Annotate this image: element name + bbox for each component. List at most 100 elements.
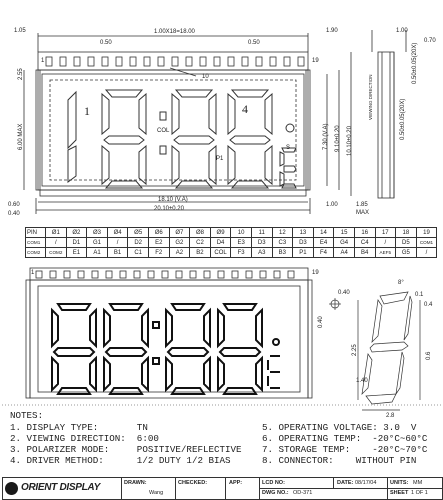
date-value: 08/17/04: [355, 480, 377, 486]
top-pin-tabs: [45, 56, 305, 67]
dim-h-b: 10.10±0.20: [347, 126, 353, 156]
pin-table-cell: D5: [395, 237, 417, 248]
lcd-no-label: LCD NO:: [262, 480, 285, 486]
dim-offset-a: 2.55: [18, 68, 24, 80]
note-item: 4. DRIVER METHOD: 1/2 DUTY 1/2 BIAS: [10, 455, 231, 466]
dim-right-thk-b: 1.00: [396, 28, 408, 34]
dim-height-max: 6.00 MAX: [18, 123, 24, 150]
notes-right: 5. OPERATING VOLTAGE: 3.0 V 6. OPERATING…: [262, 422, 427, 466]
pin-table-cell: D3: [250, 237, 273, 248]
pin-table-cell: G1: [86, 237, 108, 248]
pin-table-cell: C3: [271, 237, 294, 248]
pin-table-cell: F4: [312, 247, 335, 258]
pin-table-cell: A4: [333, 247, 355, 258]
logo-mark-icon: [5, 482, 18, 495]
pin-table-cell: E1: [65, 247, 88, 258]
pin-table-cell: Ø5: [127, 227, 149, 238]
pin-19-label-bottom: 19: [312, 270, 319, 276]
note-item: 3. POLARIZER MODE: POSITIVE/REFLECTIVE: [10, 444, 242, 455]
pin-table-cell: 14: [312, 227, 335, 238]
seg-dia: 0.40: [338, 290, 350, 296]
sheet-value: 1 OF 1: [411, 490, 428, 496]
pin-table-cell: E3: [230, 237, 252, 248]
dwg-no-value: OD-371: [293, 490, 313, 496]
pin-table-cell: B2: [189, 247, 211, 258]
drawn-value: Wang: [149, 490, 164, 496]
seg-d140: 1.40: [356, 378, 368, 384]
pin-table-cell: B3: [271, 247, 294, 258]
marker-10: 10: [202, 74, 209, 80]
pin-table-cell: COM1: [415, 237, 438, 248]
viewing-direction-label: VIEWING DIRECTION: [368, 74, 373, 120]
pin-table-cell: 16: [353, 227, 376, 238]
pin-table-cell: 17: [374, 227, 397, 238]
dim-left-edge: 1.05: [14, 28, 26, 34]
dim-va-height: 7.30 (V.A): [323, 123, 329, 150]
p1-label: P1: [216, 156, 224, 162]
pin-table-cell: 15: [333, 227, 355, 238]
app-label: APP:: [229, 480, 243, 486]
dwg-no-label: DWG NO.:: [262, 490, 289, 496]
pin-table-cell: /: [106, 237, 129, 248]
pin-table-cell: 10: [230, 227, 252, 238]
pin-table-cell: E2: [147, 237, 170, 248]
dim-overall-width: 20.10±0.20: [154, 206, 184, 212]
pin-table-cell: 19: [415, 227, 438, 238]
pin-table-cell: B1: [106, 247, 129, 258]
seg-d28: 2.8: [386, 413, 395, 419]
seg-d06: 0.6: [426, 351, 432, 360]
dim-pitch-right: 0.50: [248, 40, 260, 46]
drawn-label: DRAWN:: [124, 480, 147, 486]
pin-table-cell: D2: [127, 237, 149, 248]
dim-bottom-right-a: 1.00: [326, 202, 338, 208]
notes-left: 1. DISPLAY TYPE: TN 2. VIEWING DIRECTION…: [10, 422, 242, 466]
sheet-label: SHEET: [390, 490, 409, 496]
seg-r: 0.40: [318, 316, 324, 328]
pin-table-cell: C2: [189, 237, 211, 248]
pin-table-cell: 11: [250, 227, 273, 238]
dim-bottom-left-a: 0.60: [8, 202, 20, 208]
pin-table-row-header: PIN: [25, 227, 46, 238]
digit-1-label: 1: [84, 104, 90, 118]
pin-table-cell: A3: [250, 247, 273, 258]
seg-d01: 0.1: [415, 292, 424, 298]
pin-table-cell: E4: [312, 237, 335, 248]
pin-table-cell: Ø7: [168, 227, 191, 238]
pin-table-cell: COL: [209, 247, 232, 258]
bottom-digits: [51, 303, 280, 395]
pin-table-cell: Ø1: [45, 227, 67, 238]
s-label: S: [286, 145, 291, 151]
dim-lead-a: 0.50±0.05(20X): [400, 98, 406, 140]
pin-table-cell: /: [45, 237, 67, 248]
dim-h-a: 9.10±0.20: [335, 125, 341, 152]
pin-table-cell: D4: [209, 237, 232, 248]
segment-detail: [329, 291, 421, 411]
dim-lead-b: 0.50±0.05(20X): [412, 42, 418, 84]
bottom-lcd-outer: [29, 279, 309, 399]
pin-table-cell: 12: [271, 227, 294, 238]
note-item: 8. CONNECTOR: WITHOUT PIN: [262, 455, 417, 466]
seg-d225: 2.25: [352, 344, 358, 356]
pin-table-cell: G5: [395, 247, 417, 258]
seg-d04: 0.4: [424, 302, 433, 308]
checked-label: CHECKED:: [178, 480, 208, 486]
note-item: 2. VIEWING DIRECTION: 6:00: [10, 433, 159, 444]
date-label: DATE:: [337, 480, 354, 486]
pin-table-cell: P1: [292, 247, 314, 258]
note-item: 5. OPERATING VOLTAGE: 3.0 V: [262, 422, 417, 433]
pin-table-cell: A1: [86, 247, 108, 258]
col-label: COL: [157, 128, 170, 134]
pin-table-cell: 13: [292, 227, 314, 238]
pin-table-row-header: COM2: [25, 247, 46, 258]
dim-top-width: 1.00X18=18.00: [154, 29, 195, 35]
pin-table-cell: B4: [353, 247, 376, 258]
company-name: ORIENT DISPLAY: [21, 482, 100, 493]
pin-table-cell: F3: [230, 247, 252, 258]
pin-table-cell: Ø2: [65, 227, 88, 238]
pin-table-cell: COM2: [45, 247, 67, 258]
dim-bottom-left-b: 0.40: [8, 211, 20, 217]
note-item: 1. DISPLAY TYPE: TN: [10, 422, 148, 433]
